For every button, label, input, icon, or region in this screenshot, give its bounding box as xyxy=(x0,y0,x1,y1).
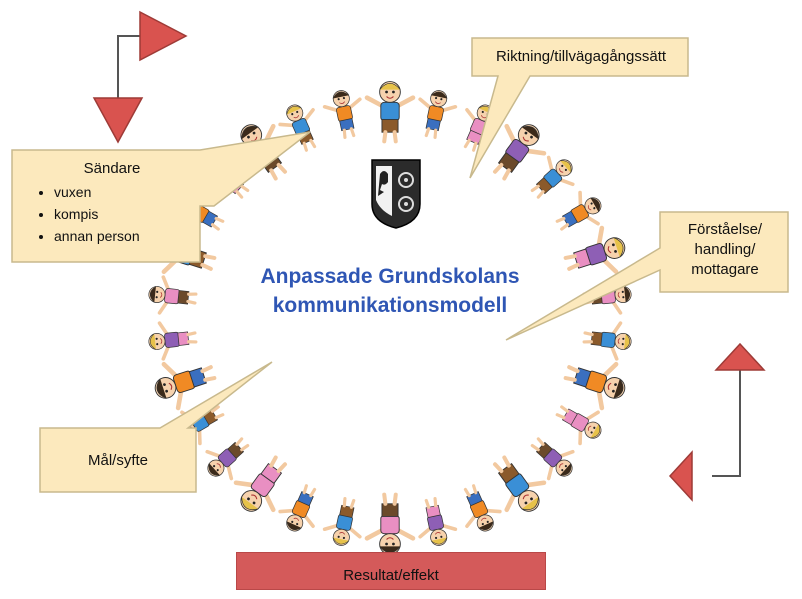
receiver-callout xyxy=(505,211,789,341)
result-box: Resultat/effekt xyxy=(236,552,546,590)
direction-callout xyxy=(469,37,689,179)
child-figure xyxy=(278,484,317,532)
child-figure xyxy=(364,81,416,144)
child-figure xyxy=(563,225,626,275)
child-figure xyxy=(418,496,458,546)
sender-list: vuxen kompis annan person xyxy=(14,181,200,247)
child-figure xyxy=(555,405,602,446)
diagram-title: Anpassade Grundskolans kommunikationsmod… xyxy=(200,262,580,320)
child-figure xyxy=(530,437,575,481)
child-figure xyxy=(493,455,547,513)
child-figure xyxy=(322,90,362,140)
sender-text: Sändare vuxen kompis annan person xyxy=(14,160,200,247)
title-line-1: Anpassade Grundskolans xyxy=(260,265,520,288)
sender-callout xyxy=(11,131,311,263)
child-figure xyxy=(555,190,602,231)
child-figure xyxy=(205,437,250,481)
children-ring xyxy=(148,81,632,555)
child-figure xyxy=(493,123,547,181)
receiver-text: Förståelse/ handling/ mottagare xyxy=(664,220,786,280)
receiver-line: handling/ xyxy=(694,241,756,258)
child-figure xyxy=(463,484,502,532)
title-line-2: kommunikationsmodell xyxy=(272,294,508,317)
child-figure xyxy=(418,90,458,140)
sender-item: annan person xyxy=(54,225,200,247)
goal-label: Mål/syfte xyxy=(87,452,148,469)
child-figure xyxy=(148,275,198,315)
child-figure xyxy=(530,155,575,199)
child-figure xyxy=(148,321,198,361)
child-figure xyxy=(582,321,632,361)
result-label: Resultat/effekt xyxy=(343,567,439,584)
arrow-top-left xyxy=(92,10,188,144)
goal-callout xyxy=(39,361,273,493)
child-figure xyxy=(154,361,217,411)
child-figure xyxy=(563,361,626,411)
coat-of-arms-icon xyxy=(371,159,421,229)
sender-item: kompis xyxy=(54,203,200,225)
sender-heading: Sändare xyxy=(83,160,141,177)
arrow-bottom-right xyxy=(668,342,766,502)
receiver-line: mottagare xyxy=(691,261,759,278)
child-figure xyxy=(233,455,287,513)
child-figure xyxy=(322,496,362,546)
direction-label: Riktning/tillvägagångssätt xyxy=(495,48,667,65)
receiver-line: Förståelse/ xyxy=(687,221,763,238)
sender-item: vuxen xyxy=(54,181,200,203)
child-figure xyxy=(364,492,416,555)
